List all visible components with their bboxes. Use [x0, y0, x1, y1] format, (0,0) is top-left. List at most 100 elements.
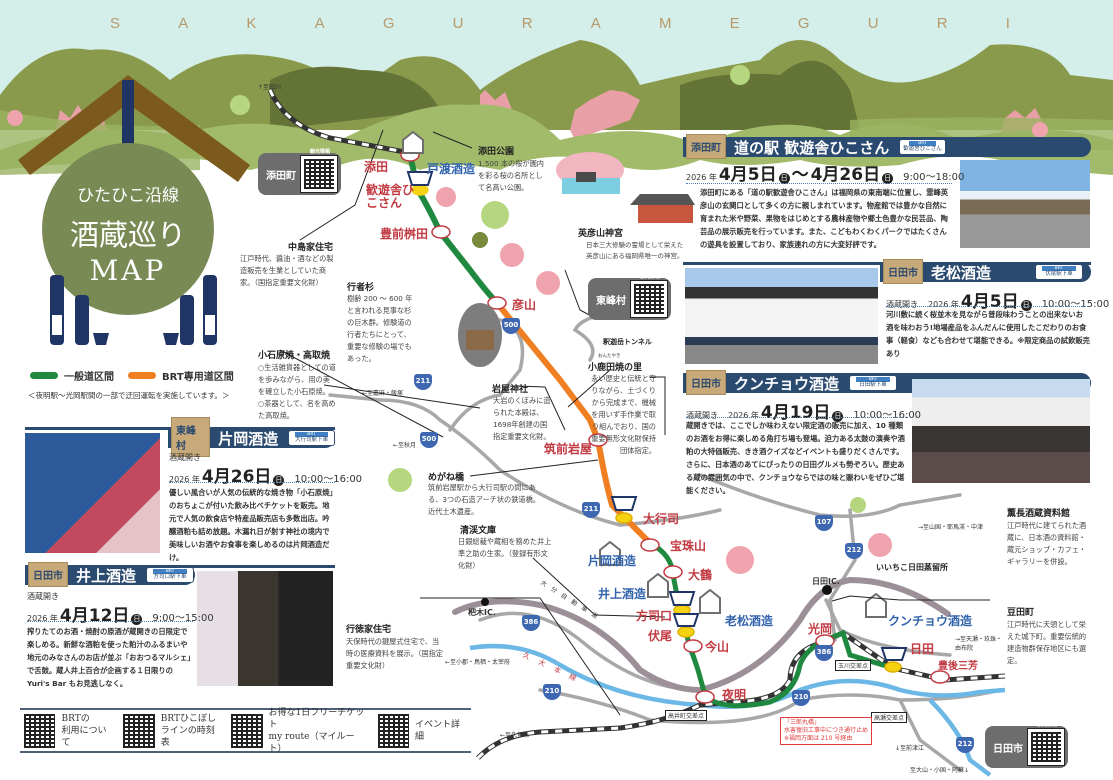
letter: I [1005, 15, 1010, 32]
legend-brt-label: BRT専用道区間 [162, 372, 234, 383]
route-brt [494, 301, 653, 546]
station-label: 伏尾 [648, 629, 673, 643]
letter: E [729, 15, 740, 32]
map-title: ひたひこ沿線 酒蔵巡り MAP [42, 143, 214, 315]
hours: 9:00〜15:00 [152, 613, 214, 624]
footer-line: 利用について [61, 725, 107, 748]
brt-label: BRT [909, 141, 936, 146]
sake-cup-icon [672, 613, 700, 627]
road-direction: ←至秋月 [393, 442, 417, 449]
notice-line: 「三郎丸橋」 [784, 719, 821, 726]
route-sign: 386 [522, 615, 540, 631]
brt-label: BRT [295, 432, 328, 437]
spot-ruby: おんたやき [598, 354, 621, 359]
date-start: 4月12日 [59, 606, 130, 626]
card-body: 優しい風合いが人気の伝統的な焼き物「小石原焼」のおちょこが付いた飲み比べチケット… [169, 488, 334, 562]
card-body: 搾りたてのお酒・焼酎の原酒が蔵開きの日限定で楽しめる。新鮮な酒粕を使った粕汁のふ… [27, 627, 191, 688]
qr-code-icon[interactable] [300, 155, 338, 193]
route-sign: 500 [502, 318, 520, 334]
station-label: 夜明 [722, 688, 747, 702]
divider [886, 306, 1090, 307]
spot-desc: 江戸時代に天領として栄えた城下町。重要伝統的建造物群保存地区にも選定。 [1007, 620, 1087, 665]
qr-code-icon[interactable] [24, 713, 56, 748]
footer-link-event-details[interactable]: イベント詳細 [415, 719, 465, 743]
qr-code-icon[interactable] [123, 713, 155, 748]
brt-label: BRT [856, 377, 891, 382]
hikosan-shrine-illustration [630, 194, 695, 223]
roof-right-beam [116, 75, 250, 182]
hours: 10:00〜16:00 [294, 474, 363, 485]
qr-badge-hita[interactable]: 日田市 観光情報 [985, 722, 1068, 768]
station-label: 添田 [364, 160, 389, 174]
station-hikosan [487, 296, 507, 310]
road-direction: 至大山・小国・阿蘇↓ [910, 767, 970, 774]
qr-badge-soeda[interactable]: 添田町 観光情報 [258, 149, 341, 195]
divider [27, 621, 193, 622]
letter: A [314, 15, 325, 32]
title-line2: 酒蔵巡り [69, 218, 186, 252]
weekday: 日 [131, 614, 143, 625]
footer-line: ラインの時刻表 [160, 725, 215, 748]
event-date: 酒蔵開き 2026 年 4月19日日 10:00〜16:00 [686, 398, 921, 423]
event-date: 2026 年 4月5日日 〜 4月26日日 9:00〜18:00 [686, 160, 964, 185]
qr-badge-area: 添田町 [266, 170, 296, 182]
footer-line: お得な1日フリーチケット [268, 707, 365, 730]
card-title: 道の駅 歓遊舎ひこさん [734, 138, 890, 157]
soeda-park-illustration [556, 152, 624, 194]
notice-line: 水害復旧工事中につき通行止め [784, 727, 869, 734]
spot-desc: 1,500 本の桜が園内を彩る桜の名所として名高い公園。 [478, 159, 544, 192]
letter: R [936, 15, 948, 32]
station-label: 光岡 [808, 622, 833, 636]
michinoeki-photo [960, 160, 1090, 248]
year: 2026 年 [686, 173, 717, 182]
spot-desc: 江戸時代、醤油・酒などの製造販売を生業としていた商家。（国指定重要文化財） [240, 254, 334, 287]
station-chikuzen-iwaya [588, 433, 608, 447]
qr-code-icon[interactable] [630, 280, 668, 318]
sake-cup-icon [880, 647, 908, 661]
spot-title: 行者杉 [347, 283, 375, 293]
card-title: クンチョウ酒造 [734, 374, 840, 393]
qr-code-icon[interactable] [231, 713, 263, 748]
route-sign: 210 [543, 684, 561, 700]
footer-link-brt-usage[interactable]: BRTの利用について [61, 713, 111, 749]
spot-title: めがね橋 [428, 473, 465, 483]
route-sign: 210 [792, 690, 810, 706]
kuncho-photo [912, 379, 1090, 483]
station-label: 歓遊舎ひこさん [366, 183, 415, 210]
qr-badge-tohomura[interactable]: 東峰村 観光情報 [588, 274, 671, 320]
legend-general-swatch [30, 372, 58, 379]
spot-title: 豆田町 [1007, 608, 1035, 618]
footer-link-timetable[interactable]: BRTひこぼしラインの時刻表 [161, 713, 219, 749]
qr-code-icon[interactable] [377, 713, 409, 748]
ic-label: 日田IC. [812, 577, 840, 586]
route-sign: 211 [414, 374, 432, 390]
title-line1: ひたひこ沿線 [77, 186, 179, 206]
spot-title: 小石原焼・高取焼 [258, 351, 331, 361]
date-end: 4月26日 [810, 165, 881, 185]
station-otsuru [663, 565, 683, 579]
spot-title: 添田公園 [478, 147, 515, 157]
letter: S [110, 15, 121, 32]
road-closure-notice: 「三郎丸橋」 水害復旧工事中につき通行止め ※福岡方面は 210 号経由 [780, 717, 873, 745]
spot-title: 行徳家住宅 [346, 625, 392, 635]
spot-title: 薫長酒蔵資料館 [1007, 509, 1071, 519]
brewery-house-icon [599, 540, 621, 566]
map-brewery-label: クンチョウ酒造 [888, 614, 973, 628]
area-badge: 添田町 [686, 133, 726, 159]
hours: 9:00〜18:00 [903, 172, 965, 183]
qr-code-icon[interactable] [1027, 728, 1065, 766]
date-start: 4月19日 [760, 403, 831, 423]
railway-top [267, 88, 406, 155]
brewery-house-icon [647, 572, 669, 598]
station-label: 方司口 [636, 609, 673, 623]
kataoka-photo [25, 433, 160, 553]
qr-caption: 観光情報 [639, 274, 660, 280]
route-sign: 211 [582, 502, 600, 518]
station-hojuyama [640, 538, 660, 552]
